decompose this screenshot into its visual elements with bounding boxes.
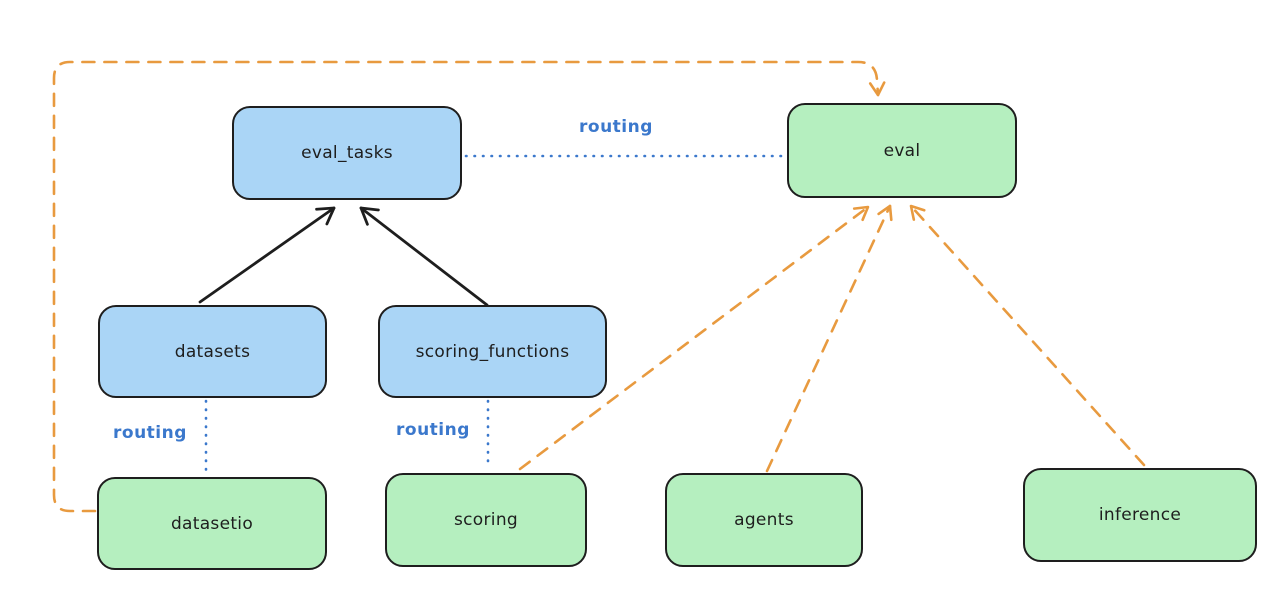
routing-label-eval-tasks-eval: routing (579, 117, 653, 137)
routing-label-datasets-datasetio: routing (113, 423, 187, 443)
node-datasetio: datasetio (97, 477, 327, 570)
node-eval-label: eval (883, 140, 921, 161)
edge-datasetio-to-eval (52, 60, 886, 513)
node-datasets-label: datasets (174, 341, 251, 362)
edge-agents-to-eval (765, 204, 893, 473)
node-eval: eval (787, 103, 1017, 198)
edge-datasets-to-eval-tasks (198, 206, 336, 304)
node-agents: agents (665, 473, 863, 567)
node-agents-label: agents (734, 510, 794, 530)
node-datasets: datasets (98, 305, 327, 398)
node-eval-tasks-label: eval_tasks (301, 143, 393, 163)
node-scoring-label: scoring (454, 510, 518, 530)
node-datasetio-label: datasetio (170, 513, 254, 534)
node-scoring-functions: scoring_functions (378, 305, 607, 398)
edge-scoring-functions-to-eval-tasks (359, 206, 489, 307)
node-scoring-functions-label: scoring_functions (415, 341, 570, 362)
node-eval-tasks: eval_tasks (232, 106, 462, 200)
node-inference: inference (1023, 468, 1257, 562)
node-inference-label: inference (1098, 505, 1182, 525)
edge-scoring-to-eval (518, 205, 870, 471)
routing-label-scoring-functions-scoring: routing (396, 420, 470, 440)
edge-inference-to-eval (909, 204, 1146, 467)
node-scoring: scoring (385, 473, 587, 567)
